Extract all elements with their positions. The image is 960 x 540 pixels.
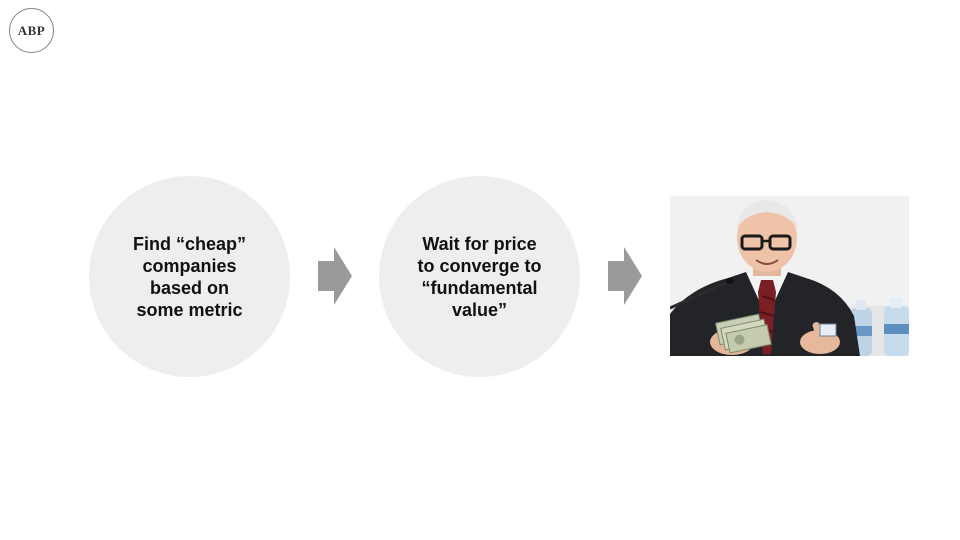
photo-man-holding-cash-icon	[670, 196, 909, 356]
step-1-text: Find “cheap” companies based on some met…	[132, 233, 246, 320]
abp-logo: ABP	[9, 8, 54, 53]
investor-photo	[670, 196, 909, 356]
step-2-text: Wait for price to converge to “fundament…	[417, 233, 542, 320]
logo-text: ABP	[17, 22, 46, 38]
step-1-circle: Find “cheap” companies based on some met…	[89, 176, 290, 377]
right-arrow-icon	[608, 247, 642, 305]
right-arrow-icon	[318, 247, 352, 305]
step-2-circle: Wait for price to converge to “fundament…	[379, 176, 580, 377]
